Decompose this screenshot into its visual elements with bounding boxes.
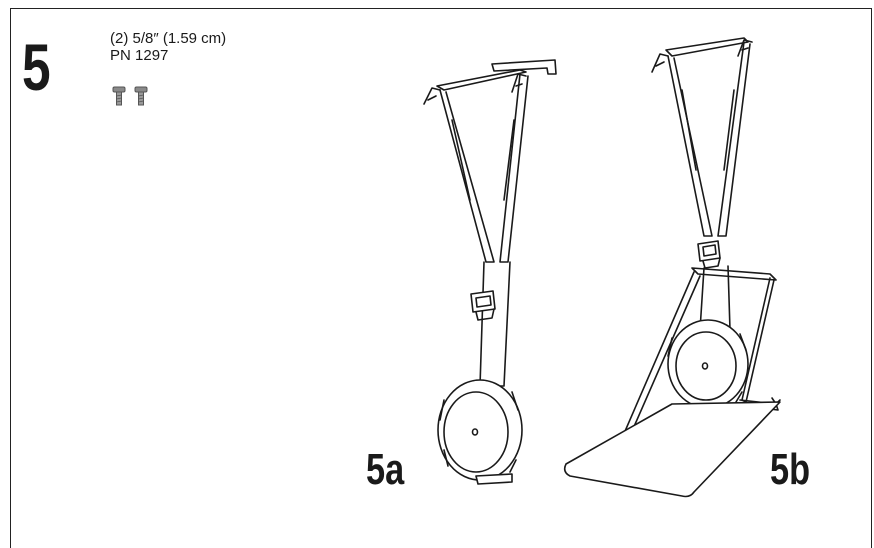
flywheel-detail (667, 333, 747, 403)
left-arm (667, 55, 713, 237)
handle-bar (665, 37, 749, 57)
flywheel-detail (439, 391, 519, 473)
monitor-mount (702, 257, 721, 269)
handle-bar (436, 69, 527, 91)
monitor-screen (475, 295, 492, 308)
right-arm (499, 73, 529, 263)
right-arm (717, 41, 751, 237)
figure-5b-label: 5b (770, 445, 811, 494)
step-number: 5 (22, 30, 51, 104)
stand-top-rail (691, 267, 777, 281)
hardware-size: (2) 5/8″ (1.59 cm) (110, 30, 227, 47)
base-foot (475, 473, 513, 485)
screw-icons (112, 86, 148, 106)
part-number: PN 1297 (110, 47, 169, 64)
wall-bracket (491, 59, 557, 75)
page-border (10, 8, 872, 548)
monitor-mount (475, 308, 495, 321)
flywheel-inner (675, 331, 737, 401)
stand-back-brace (741, 277, 775, 403)
flywheel-inner (443, 391, 509, 473)
left-arm (439, 89, 495, 263)
arm-inner-lines (681, 89, 735, 171)
screw-icon (134, 86, 148, 106)
monitor-screen (702, 244, 717, 257)
flywheel-hub (471, 428, 479, 436)
monitor (697, 240, 721, 262)
floor-platform (563, 401, 781, 498)
hardware-callout: (2) 5/8″ (1.59 cm) PN 1297 (110, 30, 226, 64)
flywheel-hub (701, 362, 709, 370)
screw-icon (112, 86, 126, 106)
arm-inner-lines (451, 119, 515, 201)
left-handle (651, 53, 669, 73)
figure-5a-label: 5a (366, 445, 405, 494)
left-handle (423, 87, 441, 105)
